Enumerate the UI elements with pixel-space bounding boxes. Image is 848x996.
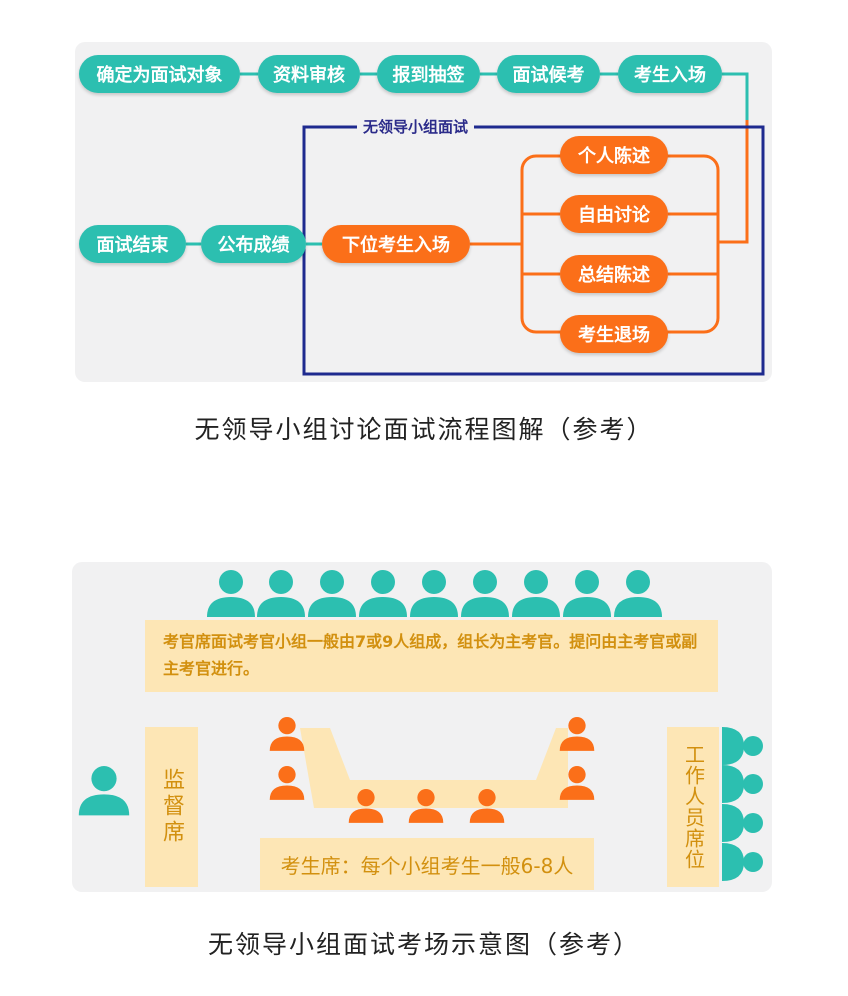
step-wait: 面试候考 bbox=[497, 55, 600, 93]
examiner-icon bbox=[410, 570, 458, 617]
examiner-note: 考官席面试考官小组一般由7或9人组成，组长为主考官。提问由主考官或副主考官进行。 bbox=[145, 620, 718, 692]
staff-icon bbox=[722, 804, 763, 842]
step-publish: 公布成绩 bbox=[201, 225, 306, 263]
box-title: 无领导小组面试 bbox=[357, 116, 475, 137]
flowchart-caption: 无领导小组讨论面试流程图解（参考） bbox=[194, 415, 654, 444]
step-enter: 考生入场 bbox=[618, 55, 722, 93]
staff-label: 工作人员席位 bbox=[681, 744, 706, 870]
step-checkin: 报到抽签 bbox=[377, 55, 480, 93]
step-next-enter: 下位考生入场 bbox=[322, 225, 470, 263]
examiner-icon bbox=[461, 570, 509, 617]
candidate-icon bbox=[269, 717, 305, 751]
step-review: 资料审核 bbox=[258, 55, 360, 93]
branch-statement: 个人陈述 bbox=[560, 136, 668, 174]
candidate-icon bbox=[348, 789, 384, 823]
room-caption: 无领导小组面试考场示意图（参考） bbox=[207, 930, 640, 959]
examiner-icon bbox=[512, 570, 560, 617]
examiner-icon bbox=[359, 570, 407, 617]
candidate-icon bbox=[469, 789, 505, 823]
supervisor-icon bbox=[78, 766, 130, 816]
supervisor-seat: 监督席 bbox=[145, 727, 198, 887]
people-group bbox=[78, 570, 763, 881]
candidate-icon bbox=[559, 717, 595, 751]
staff-icon bbox=[722, 843, 763, 881]
candidate-note: 考生席：每个小组考生一般6-8人 bbox=[260, 838, 594, 890]
branch-summary: 总结陈述 bbox=[560, 255, 668, 293]
staff-icon bbox=[722, 765, 763, 803]
examiner-icon bbox=[563, 570, 611, 617]
staff-seat: 工作人员席位 bbox=[667, 727, 719, 887]
staff-icon bbox=[722, 727, 763, 765]
step-end: 面试结束 bbox=[79, 225, 186, 263]
branch-exit: 考生退场 bbox=[560, 315, 668, 353]
examiner-icon bbox=[257, 570, 305, 617]
candidate-icon bbox=[269, 766, 305, 800]
examiner-icon bbox=[207, 570, 255, 617]
examiner-icon bbox=[614, 570, 662, 617]
examiner-icon bbox=[308, 570, 356, 617]
branch-discussion: 自由讨论 bbox=[560, 195, 668, 233]
step-confirm: 确定为面试对象 bbox=[79, 55, 240, 93]
candidate-icon bbox=[559, 766, 595, 800]
candidate-icon bbox=[408, 789, 444, 823]
supervisor-label: 监督席 bbox=[159, 768, 184, 846]
